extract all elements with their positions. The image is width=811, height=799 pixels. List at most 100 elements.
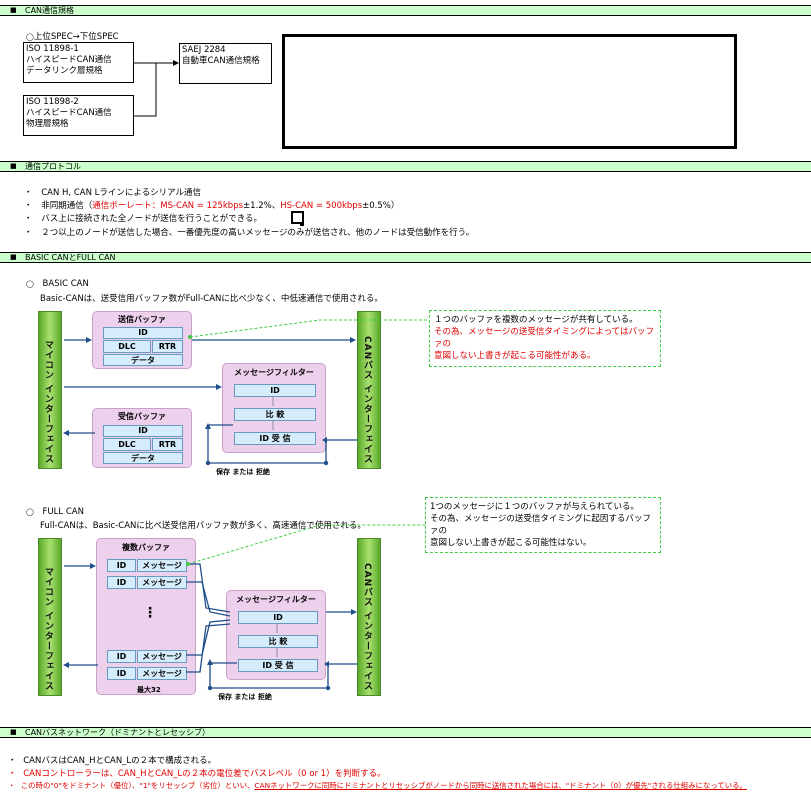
iso2-line: ISO 11898-2 — [26, 97, 79, 107]
dot-bullet: ・ — [8, 756, 17, 766]
text-part: 非同期通信（ — [41, 201, 93, 211]
protocol-item-4: ・ ２つ以上のノードが送信した場合、一番優先度の高いメッセージのみが送信され、他… — [24, 226, 474, 238]
spec-heading-text: 上位SPEC→下位SPEC — [33, 32, 119, 42]
dot-bullet: ・ — [8, 781, 16, 790]
rx-id-cell: ID — [103, 425, 183, 437]
ring-bullet-icon: ◯ — [26, 508, 34, 516]
filter-id-recv-cell: ID 受 信 — [238, 659, 318, 672]
protocol-item-2: ・ 非同期通信（通信ボーレート：MS-CAN = 125kbps±1.2%、HS… — [24, 199, 399, 211]
section-title: CAN通信規格 — [25, 6, 75, 15]
canbus-interface-label: CANバス インターフェイス — [362, 336, 372, 465]
section-title: 通信プロトコル — [25, 162, 81, 171]
ellipsis-icon: ⋮ — [143, 605, 157, 621]
mcu-interface-bar: マイコン インターフェイス — [38, 311, 62, 469]
baud-hs: HS-CAN = 500kbps — [280, 201, 363, 211]
full-can-desc: Full-CANは、Basic-CANに比べ送受信用バッファ数が多く、高速通信で… — [40, 521, 366, 531]
message-filter-panel: メッセージフィルター ID 比 較 ID 受 信 — [222, 363, 326, 453]
buf-id-cell: ID — [107, 667, 136, 680]
protocol-text: CAN H, CAN Lラインによるシリアル通信 — [41, 188, 202, 198]
dominant-priority-text: CANネットワークに同時にドミナントとリセッシブがノードから同時に送信された場合… — [254, 781, 747, 790]
filter-title: メッセージフィルター — [236, 595, 316, 604]
network-text: CANバスはCAN_HとCAN_Lの２本で構成される。 — [23, 756, 217, 766]
section-title: CANバスネットワーク（ドミナントとレセッシブ） — [25, 728, 211, 737]
canbus-interface-bar: CANバス インターフェイス — [357, 311, 381, 469]
note-line: その為、メッセージの送受信タイミングに起因するバッファの — [430, 514, 651, 536]
full-can-title: FULL CAN — [42, 507, 84, 517]
text-part: ±1.2%、 — [243, 201, 281, 211]
rx-rtr-cell: RTR — [152, 438, 183, 451]
note-line: 意図しない上書きが起こる可能性がある。 — [434, 351, 596, 361]
section-header-protocol: ■ 通信プロトコル — [0, 161, 811, 172]
mcu-interface-label: マイコン インターフェイス — [43, 567, 53, 692]
buf-msg-cell: メッセージ — [137, 576, 187, 589]
tx-data-cell: データ — [103, 354, 183, 366]
ring-bullet-icon: ◯ — [26, 33, 34, 41]
basic-can-heading: ◯ BASIC CAN — [26, 279, 89, 289]
protocol-item-1: ・ CAN H, CAN Lラインによるシリアル通信 — [24, 186, 201, 198]
dot-bullet: ・ — [24, 188, 33, 198]
section-header-network: ■ CANバスネットワーク（ドミナントとレセッシブ） — [0, 727, 811, 738]
blank-image-frame — [282, 34, 737, 149]
note-line: 1つのメッセージに１つのバッファが与えられている。 — [430, 502, 639, 512]
filter-id-cell: ID — [234, 384, 316, 397]
section-bullet: ■ — [10, 728, 17, 736]
max-count-caption: 最大32 — [137, 686, 161, 694]
ring-bullet-icon: ◯ — [26, 280, 34, 288]
network-text: この時の"0"をドミナント（優位）、"1"をリセッシブ（劣位）といい、CANネッ… — [21, 781, 747, 790]
message-filter-panel: メッセージフィルター ID 比 較 ID 受 信 — [226, 590, 326, 680]
filter-id-recv-cell: ID 受 信 — [234, 432, 316, 445]
tx-buffer-panel: 送信バッファ ID DLC RTR データ — [92, 311, 192, 369]
tx-rtr-cell: RTR — [152, 340, 183, 353]
note-line: 意図しない上書きが起こる可能性はない。 — [430, 538, 592, 548]
dot-bullet: ・ — [24, 228, 33, 238]
basic-can-title: BASIC CAN — [42, 279, 89, 289]
rx-buffer-title: 受信バッファ — [118, 412, 166, 421]
filter-compare-cell: 比 較 — [234, 408, 316, 421]
buf-id-cell: ID — [107, 559, 136, 572]
section-header-spec: ■ CAN通信規格 — [0, 5, 811, 16]
buf-msg-cell: メッセージ — [137, 559, 187, 572]
mcu-interface-label: マイコン インターフェイス — [43, 340, 53, 465]
network-item-1: ・ CANバスはCAN_HとCAN_Lの２本で構成される。 — [8, 754, 216, 766]
iso2-line: ハイスピードCAN通信 — [26, 108, 112, 118]
buf-id-cell: ID — [107, 576, 136, 589]
canbus-interface-label: CANバス インターフェイス — [362, 563, 372, 692]
full-can-note: 1つのメッセージに１つのバッファが与えられている。 その為、メッセージの送受信タ… — [425, 497, 661, 553]
iso1-line: データリンク層規格 — [26, 66, 103, 76]
tx-id-cell: ID — [103, 327, 183, 339]
section-title: BASIC CANとFULL CAN — [25, 253, 116, 262]
network-item-3: ・ この時の"0"をドミナント（優位）、"1"をリセッシブ（劣位）といい、CAN… — [8, 780, 747, 791]
text-part: この時の"0"をドミナント（優位）、"1"をリセッシブ（劣位）といい、 — [20, 781, 255, 790]
saej-line: SAEJ 2284 — [182, 45, 226, 55]
section-header-basic-full: ■ BASIC CANとFULL CAN — [0, 252, 811, 263]
keep-discard-caption: 保存 または 拒絶 — [218, 693, 272, 701]
iso1-line: ISO 11898-1 — [26, 44, 79, 54]
note-line: １つのバッファを複数のメッセージが共有している。 — [434, 315, 638, 325]
dot-bullet: ・ — [24, 201, 33, 211]
iso1-line: ハイスピードCAN通信 — [26, 55, 112, 65]
dot-bullet: ・ — [8, 769, 17, 779]
basic-can-desc: Basic-CANは、送受信用バッファ数がFull-CANに比べ少なく、中低速通… — [40, 294, 383, 304]
buf-msg-cell: メッセージ — [137, 650, 187, 663]
buf-msg-cell: メッセージ — [137, 667, 187, 680]
tx-buffer-title: 送信バッファ — [118, 315, 166, 324]
text-part: ±0.5%） — [362, 201, 400, 211]
baud-ms: 通信ボーレート：MS-CAN = 125kbps — [92, 201, 244, 211]
section-bullet: ■ — [10, 6, 17, 14]
section-bullet: ■ — [10, 162, 17, 170]
protocol-text: バス上に接続された全ノードが送信を行うことができる。 — [41, 214, 263, 224]
section-bullet: ■ — [10, 253, 17, 261]
rx-buffer-panel: 受信バッファ ID DLC RTR データ — [92, 408, 192, 468]
iso-11898-2-box: ISO 11898-2 ハイスピードCAN通信 物理層規格 — [23, 95, 134, 136]
protocol-text: ２つ以上のノードが送信した場合、一番優先度の高いメッセージのみが送信され、他のノ… — [41, 228, 475, 238]
multi-buffer-title: 複数バッファ — [122, 543, 170, 552]
saej-line: 自動車CAN通信規格 — [182, 56, 260, 66]
network-text: CANコントローラーは、CAN_HとCAN_Lの２本の電位差でバスレベル（0 o… — [23, 769, 386, 779]
filter-title: メッセージフィルター — [234, 368, 314, 377]
full-can-heading: ◯ FULL CAN — [26, 507, 84, 517]
filter-compare-cell: 比 較 — [238, 635, 318, 648]
iso2-line: 物理層規格 — [26, 119, 69, 129]
basic-can-note: １つのバッファを複数のメッセージが共有している。 その為、メッセージの送受信タイ… — [429, 310, 661, 367]
cursor-box-icon — [291, 211, 304, 224]
tx-dlc-cell: DLC — [103, 340, 151, 353]
